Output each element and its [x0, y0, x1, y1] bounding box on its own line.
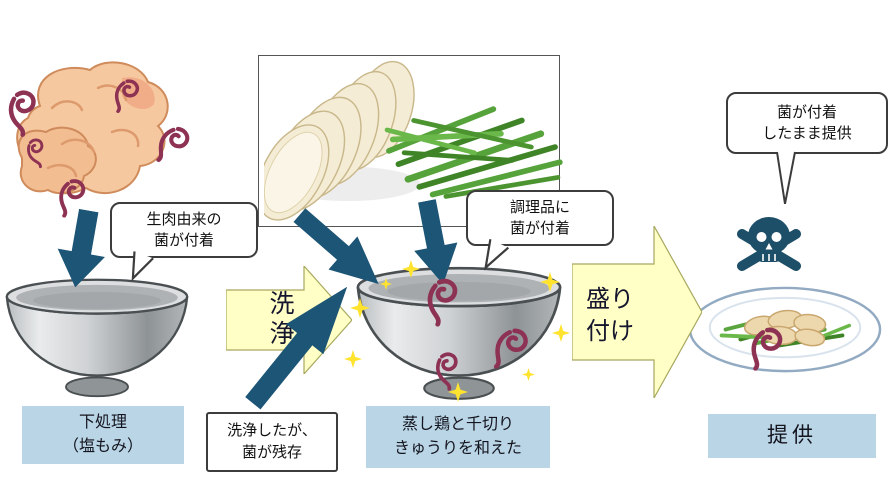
stage-label-line: 蒸し鶏と千切り	[401, 416, 514, 433]
prep-bowl	[5, 278, 189, 398]
plating-label-line: 盛り	[586, 286, 634, 313]
callout-tail	[131, 251, 154, 282]
sparkle-icon	[552, 324, 570, 342]
note-wash-residual: 洗浄したが、 菌が残存	[206, 412, 338, 472]
stage-label-line: （塩もみ）	[62, 438, 143, 455]
callout-line: 生肉由来の	[146, 211, 222, 228]
callout-raw-meat-bacteria: 生肉由来の 菌が付着	[110, 202, 258, 258]
note-line: 菌が残存	[241, 444, 302, 461]
stage-label-mix: 蒸し鶏と千切り きゅうりを和えた	[366, 406, 550, 468]
skull-icon	[737, 217, 801, 271]
bacteria-icon	[57, 178, 87, 220]
callout-line: 菌が付着	[153, 232, 214, 249]
stage-label-line: 提供	[767, 424, 817, 448]
callout-tail	[484, 239, 510, 271]
cucumber-image	[384, 106, 563, 199]
sparkle-icon	[448, 382, 468, 402]
sparkle-icon	[344, 350, 362, 368]
plating-arrow-label: 盛り 付け	[586, 284, 634, 349]
callout-line: 菌が付着	[776, 104, 837, 121]
callout-contaminated-dish: 調理品に 菌が付着	[466, 190, 614, 246]
callout-line: 菌が付着	[509, 220, 570, 237]
stage-label-line: きゅうりを和えた	[393, 440, 522, 457]
bacteria-icon	[422, 277, 462, 328]
note-line: 洗浄したが、	[227, 422, 317, 440]
callout-tail	[776, 151, 796, 205]
plating-label-line: 付け	[586, 318, 634, 346]
stage-label-prep: 下処理 （塩もみ）	[22, 406, 184, 464]
plating-process-arrow	[572, 226, 702, 398]
served-dish-image	[688, 286, 882, 373]
stage-label-serve: 提供	[708, 414, 876, 458]
sparkle-icon	[402, 260, 420, 278]
stage-label-line: 下処理	[78, 414, 127, 431]
sparkle-icon	[540, 272, 560, 292]
wash-arrow-label: 洗浄	[266, 290, 294, 350]
sparkle-icon	[350, 298, 370, 318]
sparkle-icon	[380, 278, 392, 290]
sliced-chicken-image	[264, 60, 420, 221]
callout-served-with-bacteria: 菌が付着 したまま提供	[726, 92, 888, 154]
callout-line: 調理品に	[509, 199, 570, 216]
sparkle-icon	[522, 368, 535, 381]
callout-line: したまま提供	[762, 125, 852, 142]
